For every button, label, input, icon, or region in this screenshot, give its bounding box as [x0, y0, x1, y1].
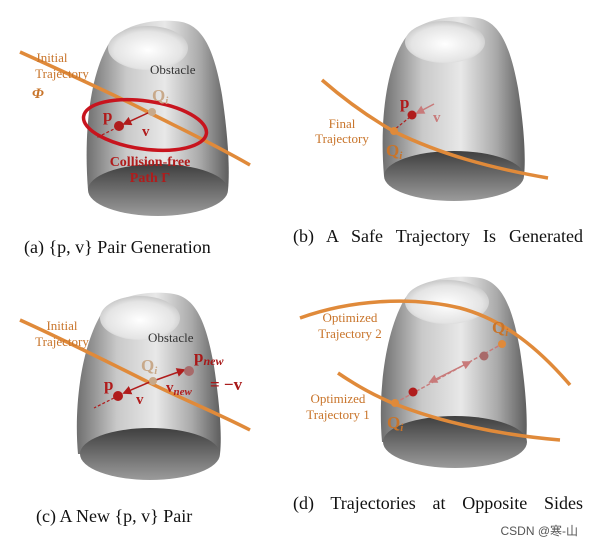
opt1-label-d-1: Optimized [311, 391, 366, 406]
final-label-b-1: Final [329, 116, 356, 131]
opt2-label-d-1: Optimized [323, 310, 378, 325]
v-arrow-a [122, 111, 151, 126]
panel-b: Final Trajectory p v Qi [315, 16, 549, 201]
collision-free-ring-a [81, 97, 209, 153]
caption-d: (d) Trajectories at Opposite Sides [293, 493, 583, 513]
initial-trajectory-c [19, 318, 251, 432]
label-q-b: Qi [386, 141, 403, 162]
initial-label-a-1: Initial [36, 50, 67, 65]
caption-c: (c) A New {p, v} Pair [36, 506, 193, 526]
caption-b: (b) A Safe Trajectory Is Generated [293, 226, 583, 246]
final-trajectory-b [320, 78, 549, 180]
obstacle-label-a: Obstacle [150, 62, 196, 77]
phi-label-a: Φ [32, 86, 44, 102]
arrow-d-1 [428, 361, 472, 383]
v-dash-b [393, 116, 411, 131]
caption-a: (a) {p, v} Pair Generation [24, 237, 211, 257]
label-pnew-c: pnew [194, 347, 224, 368]
obstacle-label-c: Obstacle [148, 330, 194, 345]
opt2-label-d-2: Trajectory 2 [318, 326, 381, 341]
label-q-bot-d: Qi [387, 413, 404, 434]
optimized-trajectory-1-d [337, 371, 561, 442]
point-d-1 [408, 387, 418, 397]
point-d-2 [479, 351, 489, 361]
point-pnew-c [184, 366, 194, 376]
panel-a: Initial Trajectory Φ Obstacle p v Qi Col… [19, 20, 251, 216]
label-vnew-c: vnew [166, 380, 193, 398]
panel-c: Initial Trajectory Obstacle p v Qi pnew … [19, 292, 251, 480]
v-arrow-b [415, 103, 435, 114]
panel-d: Optimized Trajectory 2 Optimized Traject… [299, 276, 572, 468]
label-v-b: v [433, 110, 441, 126]
point-q-a [148, 108, 156, 116]
label-p-b: p [400, 93, 409, 112]
v-dash-c [93, 397, 115, 409]
label-q-c: Qi [141, 356, 158, 377]
collision-label-a-1: Collision-free [110, 155, 191, 170]
final-label-b-2: Trajectory [315, 131, 369, 146]
watermark: CSDN @寒-山 [500, 524, 578, 538]
initial-trajectory-a [19, 50, 251, 167]
optimized-trajectory-2-d [299, 299, 572, 387]
label-p-a: p [103, 106, 112, 125]
initial-label-c-2: Trajectory [35, 334, 89, 349]
label-v-c: v [136, 392, 144, 408]
opt1-label-d-2: Trajectory 1 [306, 407, 369, 422]
v-dash-a [95, 126, 119, 139]
label-v-a: v [142, 124, 150, 140]
collision-label-a-2: Path Γ [130, 171, 171, 186]
obstacle-c [76, 292, 221, 480]
initial-label-a-2: Trajectory [35, 66, 89, 81]
label-q-a: Qi [152, 86, 169, 107]
point-q-c [149, 377, 157, 385]
v-arrow-c [122, 380, 153, 395]
label-q-top-d: Qi [492, 318, 509, 339]
point-p-a [114, 121, 124, 131]
point-p-b [407, 110, 417, 120]
point-q-bot-d [391, 399, 399, 407]
obstacle-b [382, 16, 525, 201]
label-eq-c: = −v [210, 375, 243, 394]
point-q-top-d [498, 340, 506, 348]
label-p-c: p [104, 375, 113, 394]
vnew-arrow-c [155, 368, 186, 381]
initial-label-c-1: Initial [46, 318, 77, 333]
point-p-c [113, 391, 123, 401]
point-q-b [390, 127, 398, 135]
